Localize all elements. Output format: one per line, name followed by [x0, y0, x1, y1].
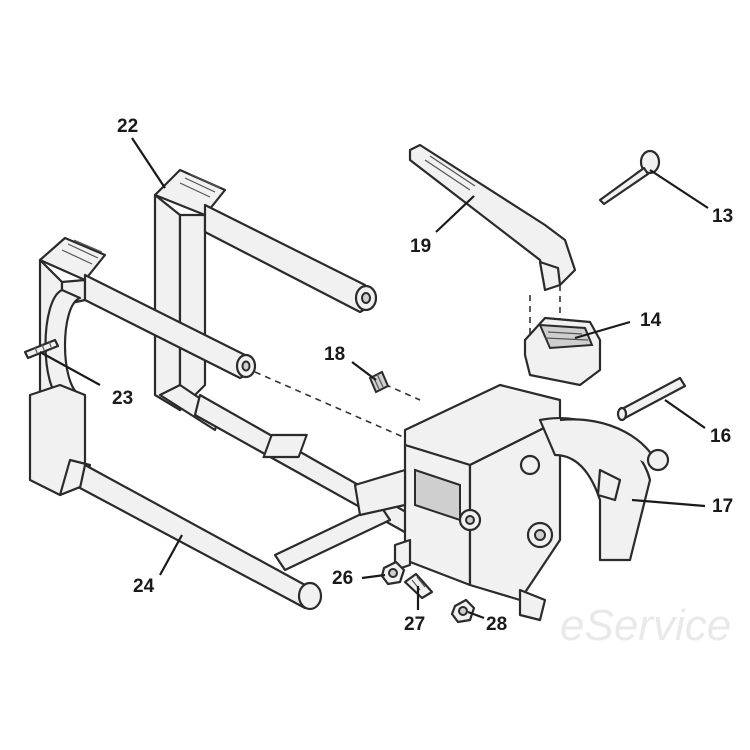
callout-16: 16 [710, 426, 731, 447]
watermark: eService [560, 601, 731, 650]
callout-24: 24 [133, 576, 155, 597]
slider-block [523, 316, 602, 387]
callout-27: 27 [404, 614, 425, 635]
rear-carriage-frame [153, 168, 378, 432]
callout-23: 23 [112, 388, 133, 409]
front-carriage-frame [28, 236, 422, 611]
callout-22: 22 [117, 116, 138, 137]
main-housing [262, 383, 670, 622]
callout-17: 17 [712, 496, 733, 517]
spring [368, 370, 390, 394]
callout-26: 26 [332, 568, 353, 589]
nut-28 [450, 598, 476, 624]
callout-28: 28 [486, 614, 507, 635]
callout-labels: 22 19 13 14 18 23 16 17 24 26 27 28 [112, 116, 733, 635]
nut-26 [380, 560, 406, 586]
leader-lines [39, 137, 709, 620]
callout-13: 13 [712, 206, 733, 227]
screw [23, 338, 60, 360]
callout-14: 14 [640, 310, 662, 331]
callout-19: 19 [410, 236, 431, 257]
handle-lever [408, 143, 577, 292]
rod [616, 376, 687, 422]
callout-18: 18 [324, 344, 345, 365]
pin [598, 149, 661, 206]
